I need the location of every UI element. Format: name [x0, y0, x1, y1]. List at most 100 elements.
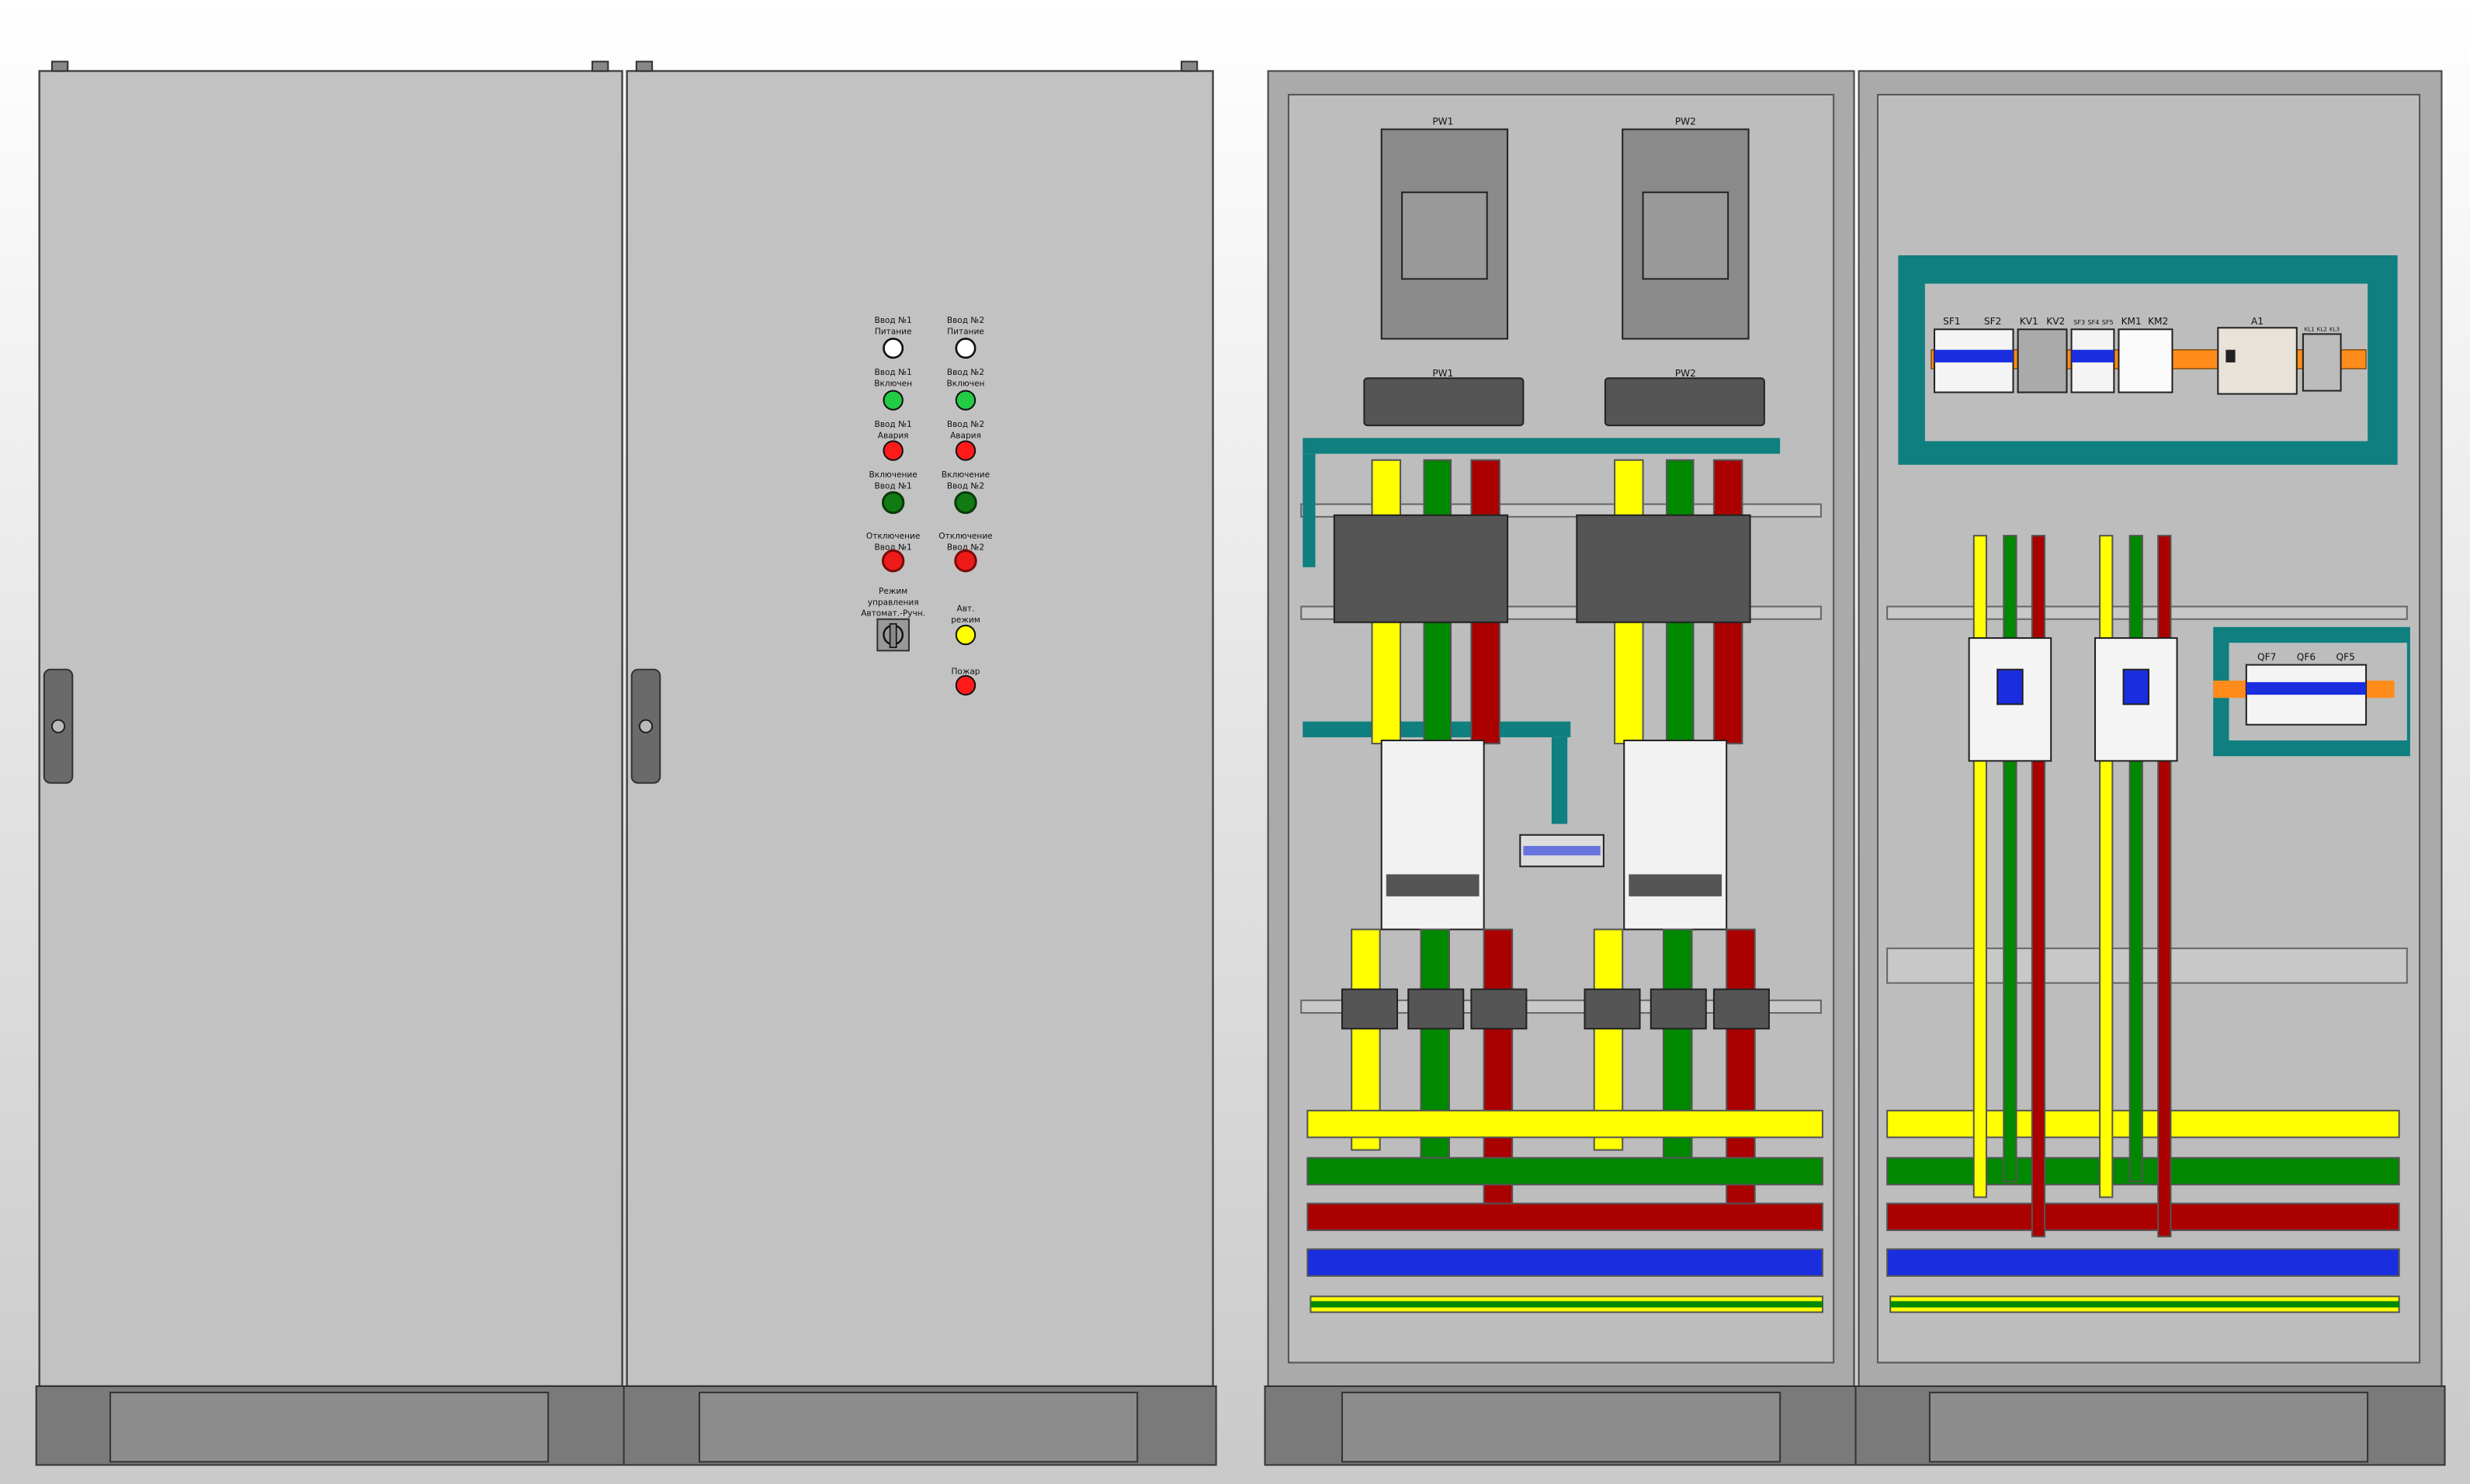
label: Включение	[869, 470, 918, 480]
drawing-part	[50, 61, 69, 72]
auto-mode-lamp: Авт.режим	[951, 605, 980, 646]
label: KL1	[2304, 325, 2314, 332]
label: Режим	[879, 587, 907, 596]
drawing-part	[2122, 668, 2150, 706]
drawing-part	[1306, 1156, 1823, 1186]
label: Ввод №2	[947, 368, 984, 377]
energy-meter-pw2: PW2	[1622, 116, 1750, 340]
circuit-breaker[interactable]	[1623, 739, 1728, 931]
load-break-switch[interactable]	[1333, 514, 1509, 623]
label: KL3	[2330, 325, 2340, 332]
mode-selector-switch[interactable]: Режим управления Автомат.-Ручн.	[861, 587, 925, 652]
relay-kl	[2302, 333, 2342, 392]
contactor-km	[2118, 328, 2173, 394]
label: KV1	[2020, 316, 2038, 327]
drawing-part	[1401, 191, 1488, 280]
label: Ввод №2	[947, 481, 984, 491]
label: Питание	[947, 327, 984, 336]
drawing-part	[1662, 928, 1693, 1183]
drawing-part	[1890, 1301, 2399, 1308]
label: SF2	[1984, 316, 2001, 327]
drawing-part	[889, 622, 897, 649]
drawing-part	[1386, 874, 1480, 896]
lock-icon	[638, 719, 654, 733]
label: Отключение	[866, 532, 920, 541]
label: SF1	[1943, 316, 1960, 327]
indicator-lamp-5: Ввод №2 Авария	[947, 420, 984, 461]
label: SF4	[2087, 318, 2099, 326]
drawing-part	[1604, 377, 1765, 427]
drawing-part	[954, 549, 977, 573]
label: KV2	[2046, 316, 2065, 327]
label: Авт.	[957, 605, 975, 614]
label: Авария	[950, 431, 981, 440]
drawing-part	[1584, 988, 1641, 1030]
outgoing-feeder-2	[2094, 535, 2178, 1238]
label: KM2	[2148, 316, 2168, 327]
drawing-part	[883, 390, 904, 411]
label: KM1	[2121, 316, 2142, 327]
drawing-part	[1306, 1202, 1823, 1232]
label: Авария	[878, 431, 909, 440]
label: режим	[951, 615, 980, 625]
drawing-part	[1712, 988, 1770, 1030]
drawing-part	[1341, 1392, 1781, 1463]
drawing-part	[1303, 438, 1781, 454]
drawing-part	[1972, 535, 1988, 1198]
drawing-part	[1407, 988, 1465, 1030]
drawing-part	[1928, 1392, 2369, 1463]
label: KL2	[2317, 325, 2327, 332]
drawing-part	[881, 491, 905, 515]
drawing-part	[2128, 535, 2143, 1183]
drawing-part	[955, 440, 977, 461]
drawing-part	[109, 1392, 550, 1463]
label: Ввод №1	[875, 543, 912, 552]
drawing-part	[1886, 1248, 2400, 1277]
label: PW2	[1675, 116, 1696, 127]
drawing-part	[2099, 535, 2114, 1198]
drawing-part	[1650, 988, 1707, 1030]
drawing-part	[883, 440, 904, 461]
load-break-switch[interactable]	[1576, 514, 1751, 623]
left-door[interactable]	[38, 70, 623, 1388]
label: Включение	[942, 470, 990, 480]
drawing-part	[699, 1392, 1139, 1463]
drawing-part	[955, 390, 977, 411]
label: Включен	[874, 379, 912, 388]
main-busbars-right	[1886, 1109, 2400, 1313]
drawing-part	[881, 549, 905, 573]
drawing-part	[2225, 349, 2236, 362]
input-feeder-1	[1333, 459, 1528, 1230]
control-din-rail: SF1 SF2 KV1 KV2 SF3 SF4 SF5 KM1 KM2 A1 K…	[1898, 255, 2398, 465]
label: PW1	[1432, 116, 1453, 127]
drawing-part	[1310, 1301, 1823, 1308]
label: Ввод №1	[875, 368, 912, 377]
drawing-part	[2246, 681, 2367, 695]
input-feeder-2	[1576, 459, 1770, 1230]
drawing-part	[1551, 737, 1568, 824]
label: Автомат.-Ручн.	[861, 609, 925, 619]
circuit-breaker[interactable]	[1380, 739, 1485, 931]
label: Ввод №2	[947, 316, 984, 325]
drawing-part	[955, 338, 977, 359]
energy-meter-pw1: PW1	[1380, 116, 1509, 340]
meter-display-pw2: PW2	[1604, 368, 1765, 427]
drawing-part	[1934, 349, 2014, 362]
drawing-part	[1306, 1248, 1823, 1277]
label: Ввод №2	[947, 420, 984, 429]
drawing-part	[2071, 349, 2114, 362]
label: Ввод №1	[875, 481, 912, 491]
drawing-part	[2003, 535, 2017, 1183]
drawing-part	[1886, 605, 2408, 620]
relay-kv	[2017, 328, 2068, 394]
right-door[interactable]	[626, 70, 1214, 1388]
drawing-part	[1306, 1109, 1823, 1139]
label: Отключение	[938, 532, 992, 541]
